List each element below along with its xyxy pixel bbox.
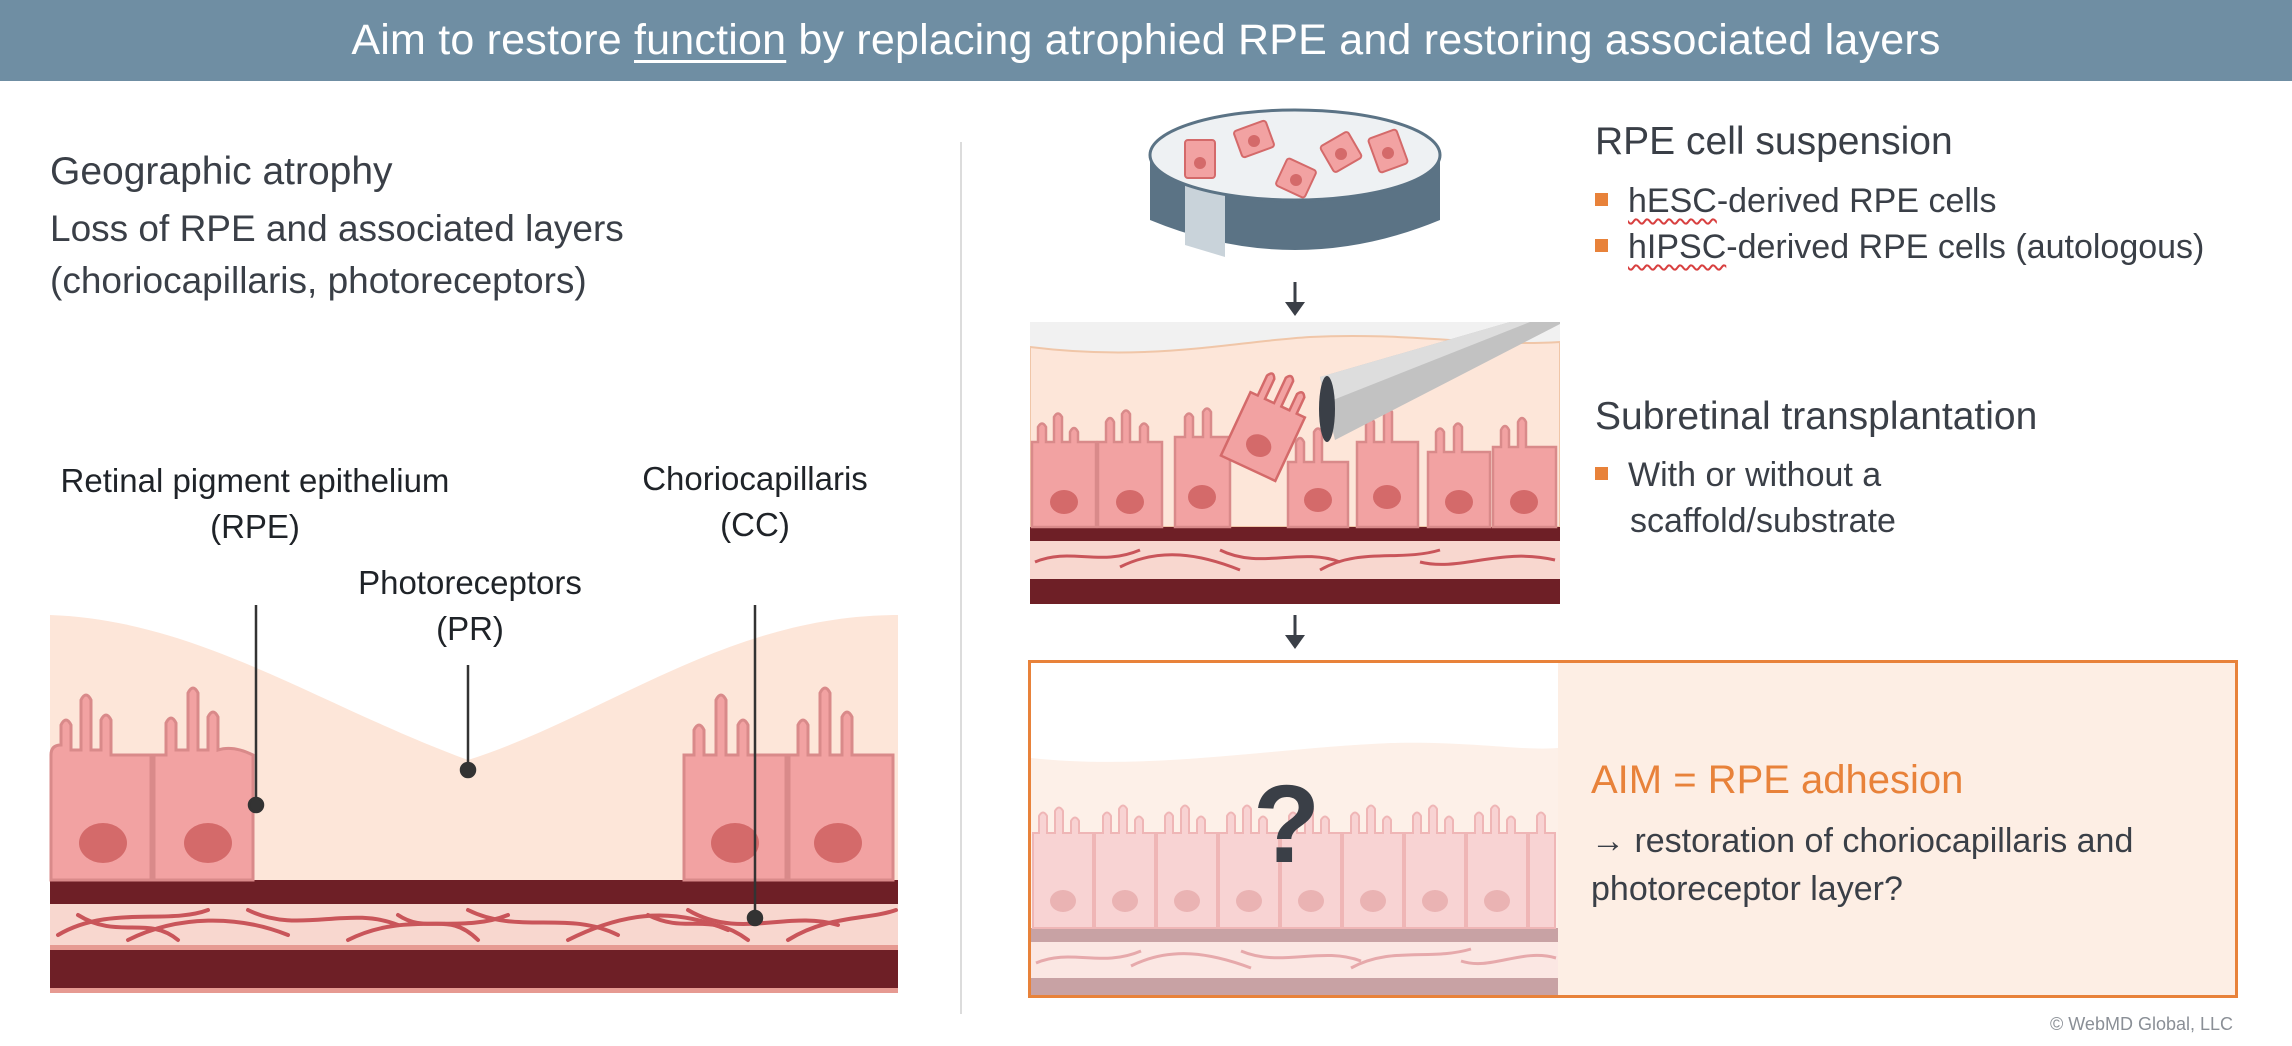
bullet-square-icon — [1595, 466, 1608, 480]
bullet-square-icon — [1595, 192, 1608, 206]
label-choriocapillaris: Choriocapillaris(CC) — [642, 460, 868, 543]
arrow-down-2 — [1285, 615, 1305, 649]
question-mark: ? — [1253, 763, 1321, 886]
arrow-down-1 — [1285, 282, 1305, 316]
aim-line-1: → restoration of choriocapillaris and — [1591, 822, 2134, 860]
page-title: Aim to restore function by replacing atr… — [351, 16, 1941, 64]
suspension-bullet-2: hIPSC-derived RPE cells (autologous) — [1595, 224, 2204, 270]
bullet-square-icon — [1595, 238, 1608, 252]
label-photoreceptors: Photoreceptors(PR) — [358, 564, 582, 647]
copyright: © WebMD Global, LLC — [2050, 1014, 2233, 1034]
aim-title: AIM = RPE adhesion — [1591, 758, 1964, 802]
title-underlined-word: function — [634, 16, 787, 64]
transplant-bullet-1: With or without a — [1595, 452, 1881, 498]
left-subtitle-2: (choriocapillaris, photoreceptors) — [50, 260, 587, 301]
suspension-bullet-1: hESC-derived RPE cells — [1595, 178, 1996, 224]
label-rpe: Retinal pigment epithelium(RPE) — [60, 462, 450, 545]
left-subtitle-1: Loss of RPE and associated layers — [50, 208, 624, 249]
title-bar: Aim to restore function by replacing atr… — [0, 0, 2292, 81]
transplant-bullet-1-cont: scaffold/substrate — [1630, 502, 1896, 540]
transplant-heading: Subretinal transplantation — [1595, 395, 2038, 438]
aim-line-2: photoreceptor layer? — [1591, 870, 1903, 908]
restored-retina-diagram — [1031, 663, 1558, 995]
suspension-heading: RPE cell suspension — [1595, 120, 1953, 163]
panel-divider — [960, 142, 962, 1014]
geographic-atrophy-diagram — [49, 605, 898, 993]
left-heading: Geographic atrophy — [50, 150, 393, 193]
transplantation-diagram — [1030, 322, 1560, 604]
aim-box: ? AIM = RPE adhesion → restoration of ch… — [1028, 660, 2238, 998]
cell-culture-dish — [1148, 108, 1442, 257]
